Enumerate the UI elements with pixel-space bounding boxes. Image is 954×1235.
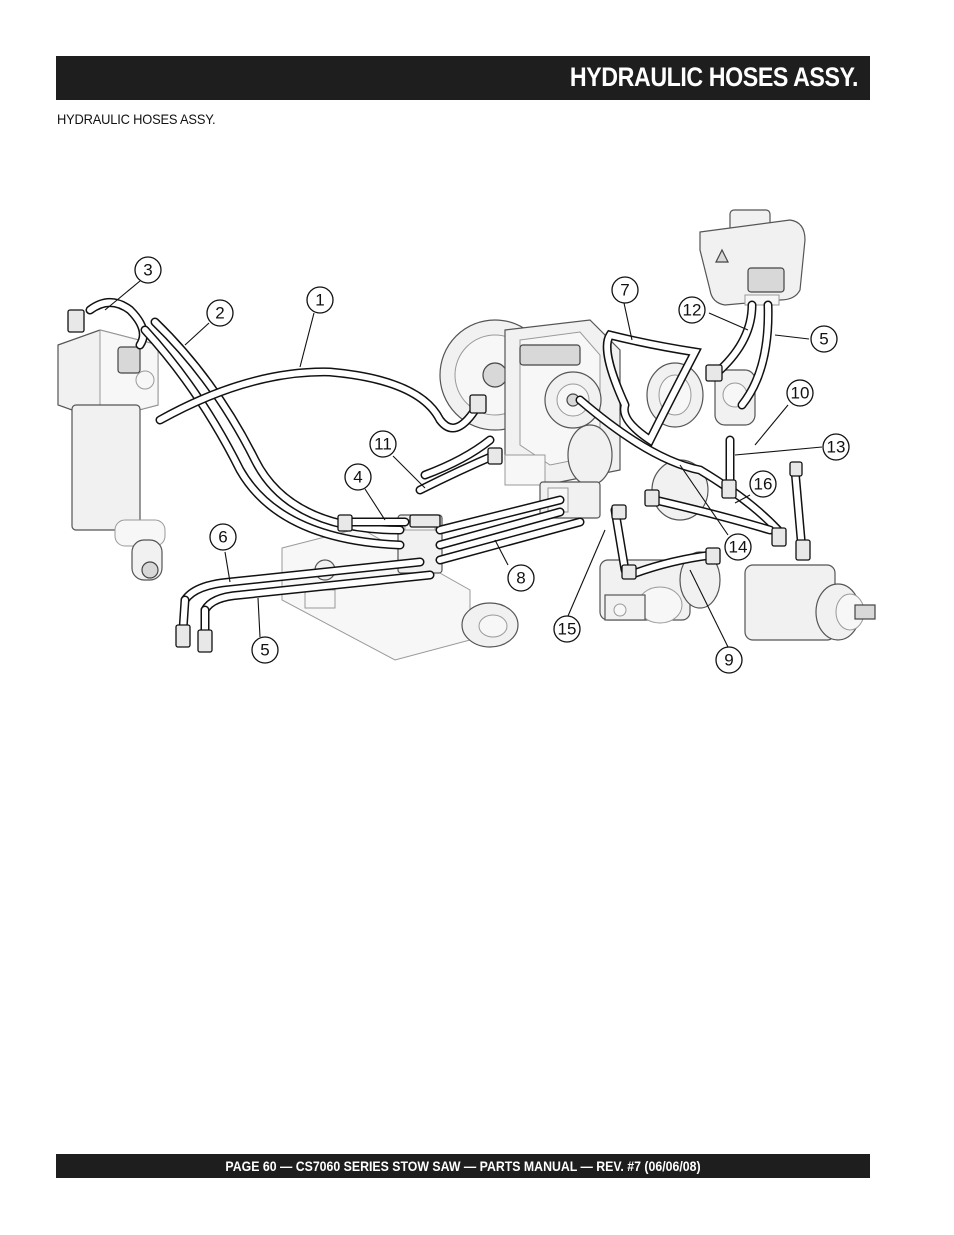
bottom-right-motor (744, 564, 876, 641)
title-bar: HYDRAULIC HOSES ASSY. (56, 56, 870, 100)
bottom-cylinder (281, 527, 519, 661)
fittings (67, 309, 811, 653)
page-title: HYDRAULIC HOSES ASSY. (569, 62, 859, 92)
section-subtitle: HYDRAULIC HOSES ASSY. (57, 111, 216, 127)
reservoir-tank (699, 209, 806, 306)
footer-bar: PAGE 60 — CS7060 SERIES STOW SAW — PARTS… (56, 1154, 870, 1178)
leader-lines (104, 280, 823, 648)
engine-block (439, 319, 621, 486)
footer-text: PAGE 60 — CS7060 SERIES STOW SAW — PARTS… (225, 1158, 701, 1174)
left-cylinder-block (57, 329, 166, 581)
